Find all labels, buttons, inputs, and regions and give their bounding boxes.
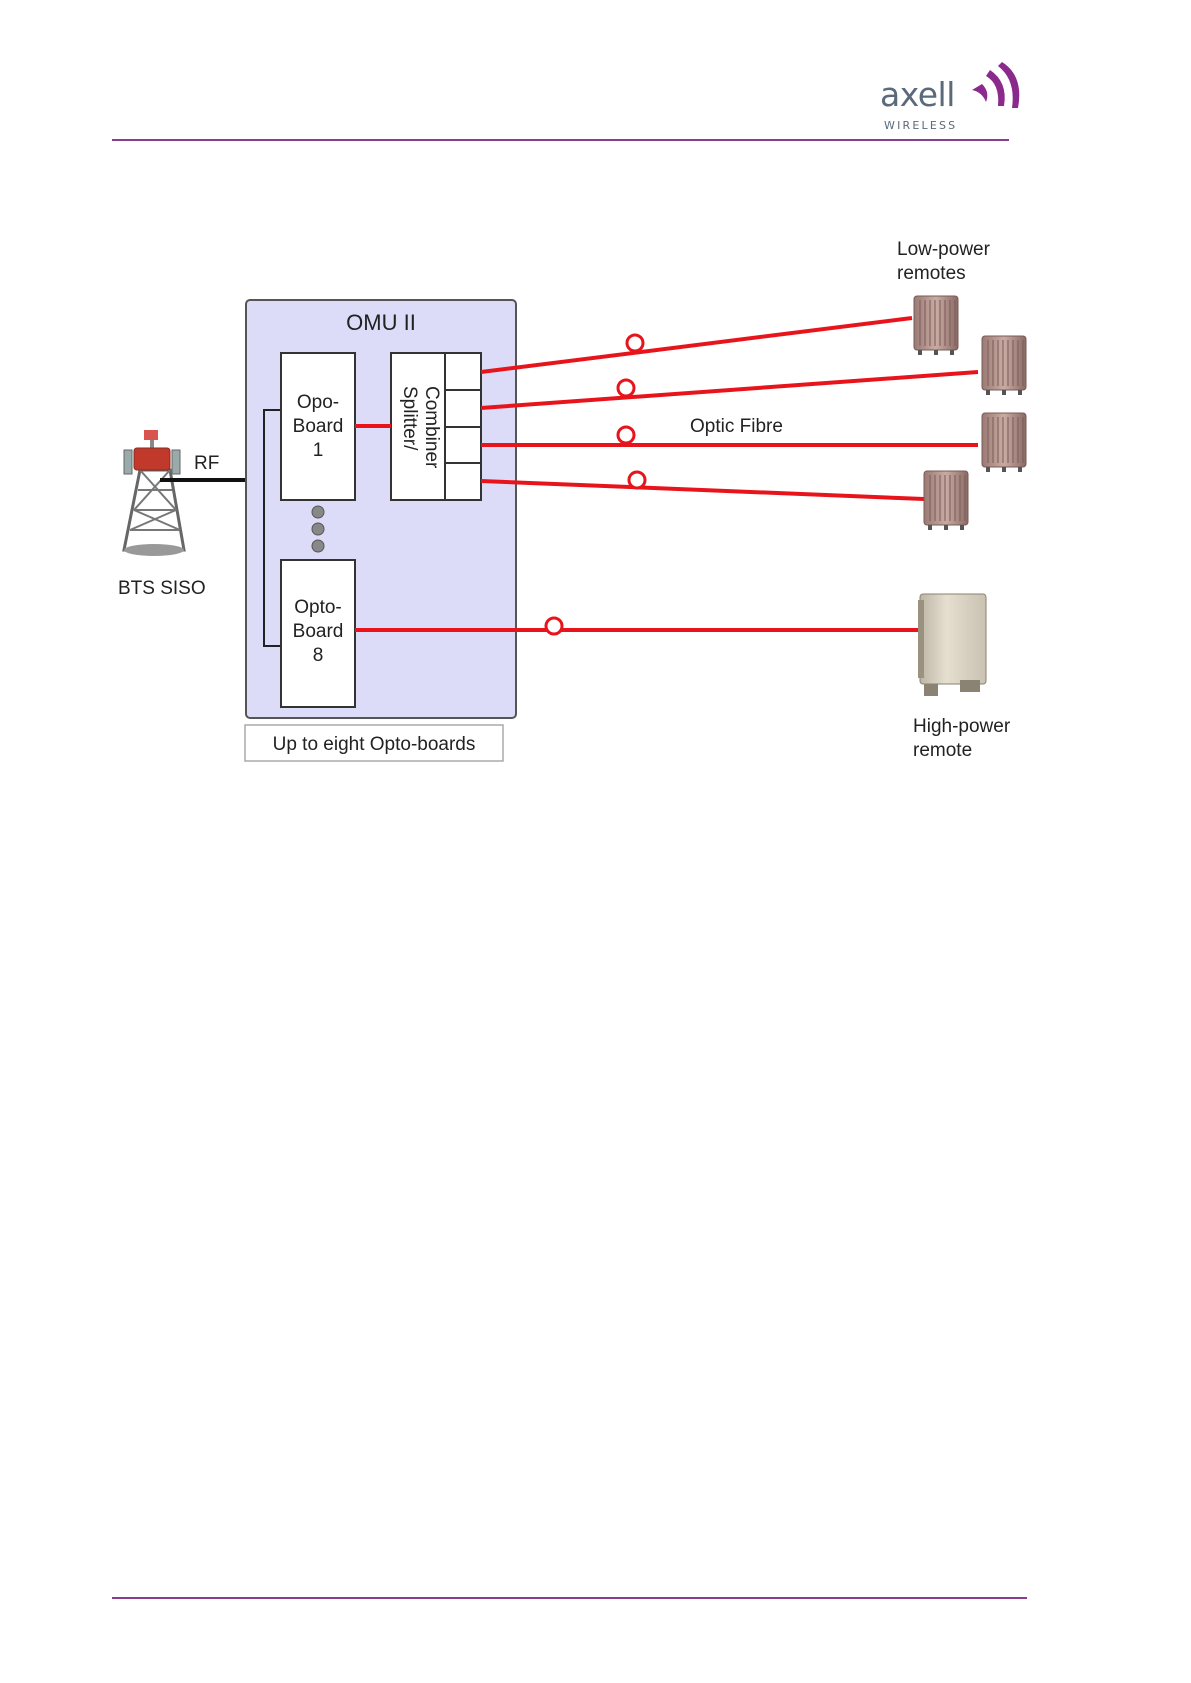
splitter-line1: Splitter/ bbox=[399, 386, 420, 451]
opto-board-1-line2: Board bbox=[293, 416, 344, 437]
low-power-remote-icon bbox=[982, 336, 1026, 395]
opto-board-1-line1: Opo- bbox=[297, 392, 339, 413]
low-power-remote-icon bbox=[982, 413, 1026, 472]
opto-board-8-line1: Opto- bbox=[294, 597, 342, 618]
opto-board-8-line2: Board bbox=[293, 621, 344, 642]
low-power-label-1: Low-power bbox=[897, 239, 991, 260]
bts-tower-icon bbox=[124, 430, 184, 556]
caption-text: Up to eight Opto-boards bbox=[273, 734, 476, 755]
high-power-label-1: High-power bbox=[913, 716, 1011, 737]
ellipsis-dot bbox=[312, 506, 324, 518]
low-power-label-2: remotes bbox=[897, 263, 966, 284]
omu-title: OMU II bbox=[346, 310, 416, 335]
optic-fibre-label: Optic Fibre bbox=[690, 416, 783, 437]
bts-label: BTS SISO bbox=[118, 578, 206, 599]
footer-rule bbox=[112, 1597, 1027, 1599]
splitter-line2: Combiner bbox=[421, 386, 442, 469]
high-power-remote-icon bbox=[918, 594, 986, 696]
low-power-remote-icon bbox=[924, 471, 968, 530]
opto-board-8-line3: 8 bbox=[313, 645, 324, 666]
opto-board-1-line3: 1 bbox=[313, 440, 324, 461]
ellipsis-dot bbox=[312, 540, 324, 552]
high-power-label-2: remote bbox=[913, 740, 972, 761]
ellipsis-dot bbox=[312, 523, 324, 535]
low-power-remote-icon bbox=[914, 296, 958, 355]
splitter-ports bbox=[445, 353, 481, 500]
rf-label: RF bbox=[194, 453, 219, 474]
